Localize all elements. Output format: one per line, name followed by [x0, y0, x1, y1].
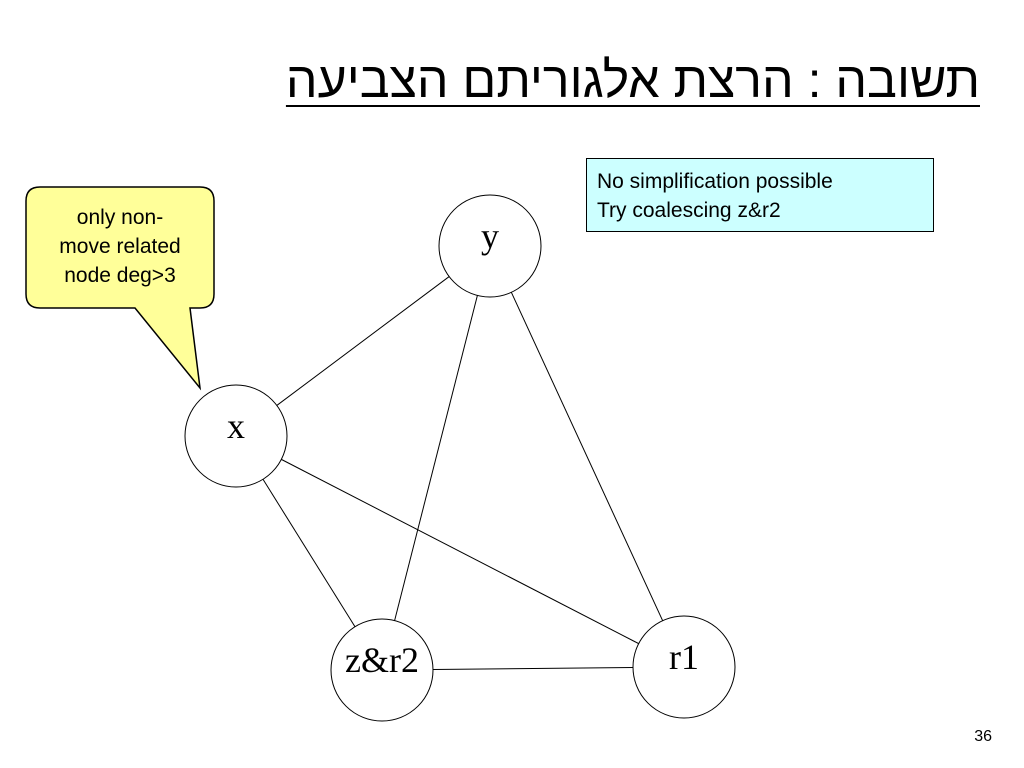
edges-layer	[262, 276, 664, 670]
node-circle-y	[438, 194, 542, 298]
node-label-x: x	[227, 406, 245, 446]
node-x: x	[184, 384, 288, 488]
callout-line-3: node deg>3	[64, 264, 176, 287]
nodes-layer: y x z&r2 r1	[184, 194, 736, 722]
node-circle-r1	[632, 615, 736, 719]
callout-bubble	[25, 186, 215, 391]
edge-y-r1	[510, 292, 664, 621]
edge-zr2-r1	[432, 667, 634, 670]
edge-x-y	[276, 276, 450, 406]
page-number: 36	[974, 728, 992, 745]
node-r1: r1	[632, 615, 736, 719]
info-line-2: Try coalescing z&r2	[597, 199, 781, 222]
callout-line-1: only non-	[77, 206, 163, 229]
edge-x-zr2	[262, 479, 356, 627]
node-circle-zr2	[330, 618, 434, 722]
node-circle-x	[184, 384, 288, 488]
node-label-r1: r1	[669, 637, 699, 677]
callout-line-2: move related	[59, 235, 180, 258]
node-label-zr2: z&r2	[345, 640, 419, 680]
node-label-y: y	[481, 216, 499, 256]
edge-x-r1	[281, 458, 639, 645]
edge-y-zr2	[394, 295, 478, 621]
slide-title: תשובה : הרצת אלגוריתם הצביעה	[285, 52, 980, 108]
node-y: y	[438, 194, 542, 298]
info-box: No simplification possible Try coalescin…	[586, 158, 934, 232]
node-zr2: z&r2	[330, 618, 434, 722]
info-line-1: No simplification possible	[597, 170, 833, 193]
